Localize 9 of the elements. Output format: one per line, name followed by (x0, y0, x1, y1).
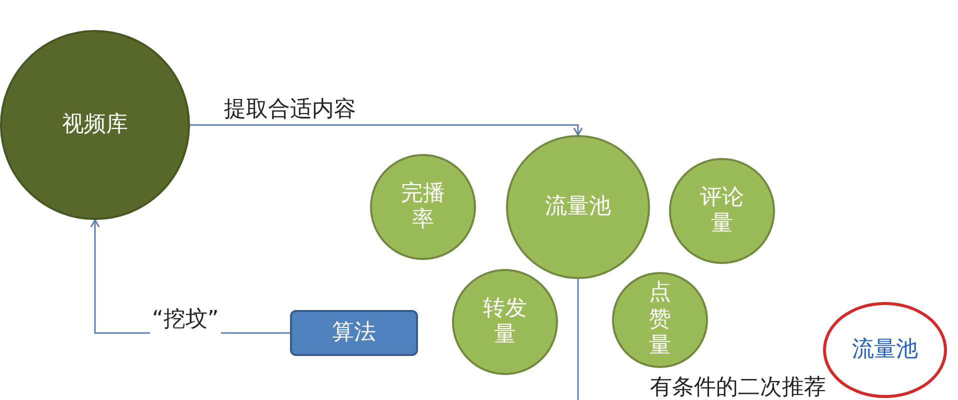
circle-node: 流量池 (506, 135, 650, 279)
circle-node: 点赞量 (612, 272, 708, 368)
process-box: 算法 (290, 310, 418, 356)
arrow (190, 124, 583, 136)
circle-node: 评论量 (669, 158, 775, 264)
circle-node: 视频库 (0, 30, 190, 220)
circle-node: 转发量 (452, 269, 558, 375)
connector-line (577, 279, 579, 400)
circle-node: 完播率 (370, 154, 476, 260)
